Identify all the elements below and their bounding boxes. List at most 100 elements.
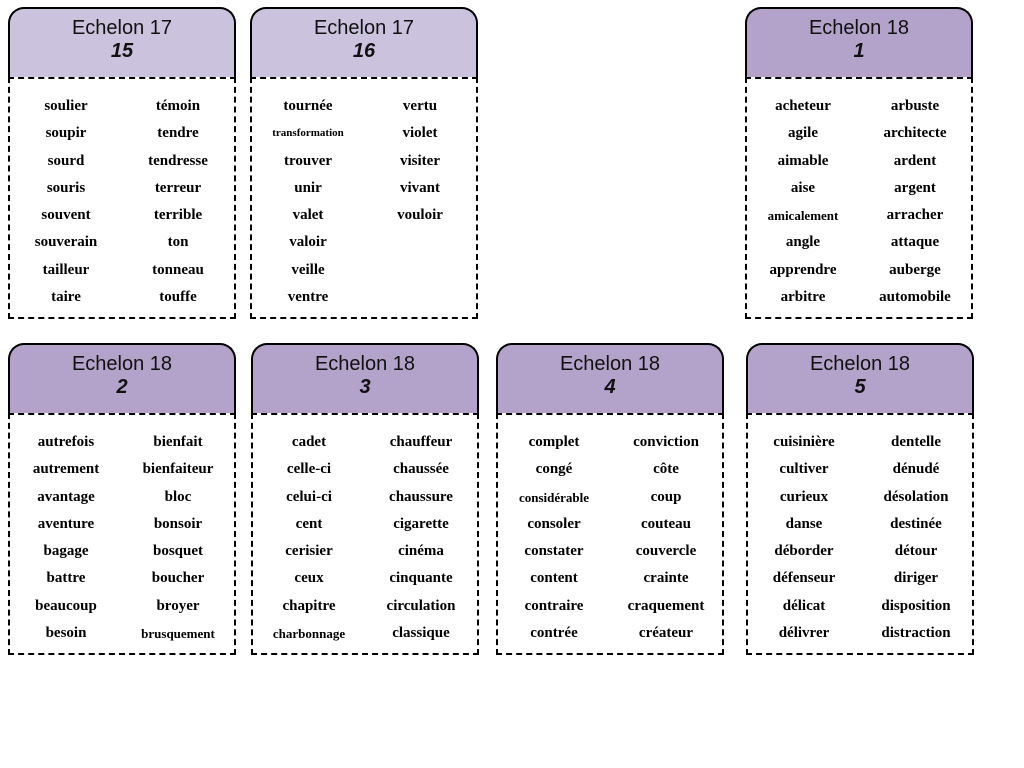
word-card-echelon18-4: Echelon 18 4 complet congé considérable … [496, 343, 724, 655]
word: aimable [777, 152, 829, 169]
card-title: Echelon 17 [313, 17, 415, 39]
card-number: 5 [854, 376, 866, 398]
card-header: Echelon 18 3 [251, 343, 479, 413]
word: considérable [518, 489, 590, 505]
card-header: Echelon 18 1 [745, 7, 973, 77]
word: celui-ci [286, 488, 332, 505]
word: défenseur [772, 570, 836, 587]
word: amicalement [767, 208, 839, 224]
word-card-echelon17-16: Echelon 17 16 tournée transformation tro… [250, 7, 478, 319]
word: désolation [883, 488, 949, 505]
word: tonneau [152, 261, 204, 278]
word: couteau [641, 515, 691, 532]
word: curieux [779, 488, 829, 505]
word: visiter [400, 152, 440, 169]
word: argent [894, 179, 936, 196]
word-card-echelon18-3: Echelon 18 3 cadet celle-ci celui-ci cen… [251, 343, 479, 655]
word: trouver [283, 152, 333, 169]
word: souverain [34, 234, 98, 251]
card-number: 4 [604, 376, 616, 398]
word-list: tournée transformation trouver unir vale… [250, 77, 478, 319]
word: tournée [283, 98, 333, 114]
card-title: Echelon 18 [314, 353, 416, 375]
word: architecte [883, 125, 947, 142]
word: cuisinière [773, 434, 835, 450]
word-column-left: complet congé considérable consoler cons… [498, 429, 610, 653]
word: agile [788, 125, 818, 142]
word: chaussée [393, 461, 449, 478]
word: apprendre [769, 261, 837, 278]
word: bonsoir [153, 515, 203, 532]
card-title: Echelon 18 [559, 353, 661, 375]
word: sourd [47, 152, 85, 169]
word: charbonnage [272, 626, 346, 642]
word: vouloir [397, 207, 443, 224]
word: cultiver [779, 461, 829, 478]
word: violet [402, 125, 438, 142]
word: ventre [287, 289, 329, 306]
word-list: autrefois autrement avantage aventure ba… [8, 413, 236, 655]
word: destinée [890, 515, 942, 532]
word-list: soulier soupir sourd souris souvent souv… [8, 77, 236, 319]
word: tendresse [148, 152, 208, 169]
word: soulier [44, 98, 88, 114]
card-title: Echelon 17 [71, 17, 173, 39]
word: détour [894, 543, 938, 560]
word-column-right: bienfait bienfaiteur bloc bonsoir bosque… [122, 429, 234, 653]
card-number: 1 [853, 40, 865, 62]
word-column-right: dentelle dénudé désolation destinée déto… [860, 429, 972, 653]
word: valet [292, 207, 324, 224]
word: contrée [530, 625, 578, 642]
word: ton [167, 234, 189, 251]
word: craquement [627, 597, 705, 614]
word: arracher [886, 207, 944, 224]
card-title: Echelon 18 [809, 353, 911, 375]
card-header: Echelon 17 16 [250, 7, 478, 77]
word: valoir [289, 234, 327, 251]
word: acheteur [775, 98, 831, 114]
word: tailleur [42, 261, 90, 278]
word: unir [294, 179, 322, 196]
word-column-left: autrefois autrement avantage aventure ba… [10, 429, 122, 653]
word: complet [528, 434, 580, 450]
word-column-right: arbuste architecte ardent argent arrache… [859, 93, 971, 317]
word: coup [650, 488, 682, 505]
card-number: 15 [110, 40, 134, 62]
word: dénudé [892, 461, 940, 478]
word: bienfaiteur [142, 461, 214, 478]
word: auberge [889, 261, 941, 278]
word: délivrer [778, 625, 830, 642]
word-column-left: soulier soupir sourd souris souvent souv… [10, 93, 122, 317]
word: chauffeur [389, 434, 453, 450]
word: autrement [32, 461, 100, 478]
word: broyer [156, 597, 200, 614]
word: disposition [881, 597, 951, 614]
word: dentelle [891, 434, 941, 450]
word: content [530, 570, 578, 587]
word-column-right: conviction côte coup couteau couvercle c… [610, 429, 722, 653]
word: angle [785, 234, 821, 251]
word: témoin [155, 98, 201, 114]
word-list: cadet celle-ci celui-ci cent cerisier ce… [251, 413, 479, 655]
word: cigarette [393, 515, 449, 532]
word-card-echelon18-5: Echelon 18 5 cuisinière cultiver curieux… [746, 343, 974, 655]
word: vertu [402, 98, 438, 114]
word: vivant [399, 179, 440, 196]
word: transformation [272, 127, 344, 140]
word: besoin [45, 625, 87, 642]
word: beaucoup [35, 597, 97, 614]
word: distraction [881, 625, 951, 642]
word: avantage [37, 488, 95, 505]
word: crainte [643, 570, 689, 587]
word: créateur [638, 625, 694, 642]
card-header: Echelon 17 15 [8, 7, 236, 77]
word: circulation [386, 597, 456, 614]
card-number: 2 [116, 376, 128, 398]
card-header: Echelon 18 2 [8, 343, 236, 413]
word: chapitre [282, 597, 336, 614]
word: déborder [774, 543, 834, 560]
card-header: Echelon 18 4 [496, 343, 724, 413]
word-column-left: cuisinière cultiver curieux danse débord… [748, 429, 860, 653]
card-title: Echelon 18 [808, 17, 910, 39]
word: danse [785, 515, 823, 532]
